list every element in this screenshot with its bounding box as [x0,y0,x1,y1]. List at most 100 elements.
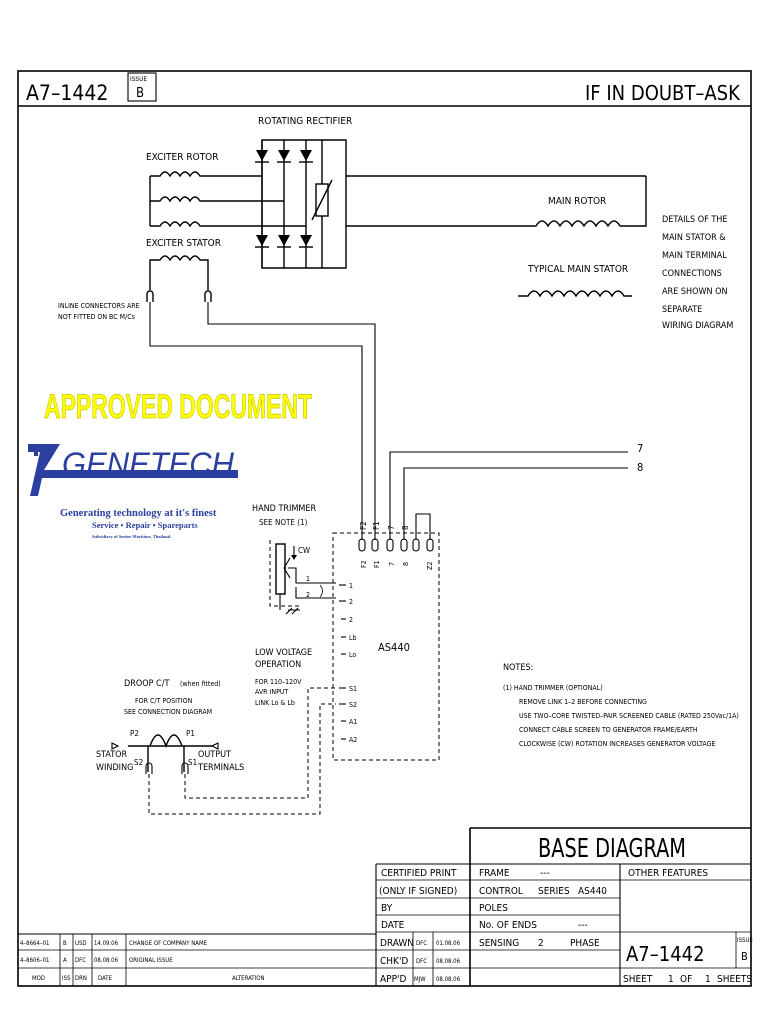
cw-label: CW [298,546,310,555]
svg-text:AS440: AS440 [578,886,607,897]
motto: IF IN DOUBT–ASK [585,81,741,105]
svg-text:(when fitted): (when fitted) [180,680,221,688]
svg-text:2: 2 [349,598,353,606]
drawing-number: A7–1442 [26,81,108,105]
main-rotor: MAIN ROTOR [520,176,647,228]
svg-text:DFC: DFC [75,957,86,964]
brand-tagline: Generating technology at it's finest [60,508,217,519]
svg-text:ISS: ISS [62,975,71,982]
svg-text:USD: USD [75,940,87,947]
droop-ct-label: DROOP C/T [124,679,169,689]
svg-text:F1: F1 [373,560,381,568]
svg-text:DATE: DATE [381,920,405,931]
diode-top-row [255,150,313,163]
svg-text:CONTROL: CONTROL [479,886,523,897]
inline-note: INLINE CONNECTORS ARE [58,302,140,310]
svg-text:CONNECT CABLE SCREEN TO GENERA: CONNECT CABLE SCREEN TO GENERATOR FRAME/… [519,726,698,734]
wire-7-label: 7 [637,442,643,455]
svg-text:OUTPUT: OUTPUT [198,750,231,760]
svg-text:MAIN TERMINAL: MAIN TERMINAL [662,251,727,261]
svg-text:14.09.06: 14.09.06 [94,940,119,947]
svg-text:NOT FITTED ON BC M/Cs: NOT FITTED ON BC M/Cs [58,313,135,321]
svg-text:DRAWN: DRAWN [380,938,414,949]
issue-letter: B [136,86,144,101]
svg-text:8: 8 [402,562,410,566]
droop-ct: DROOP C/T (when fitted) FOR C/T POSITION… [96,679,336,815]
svg-text:Lb: Lb [349,634,357,642]
svg-text:2: 2 [349,616,353,624]
svg-text:DFC: DFC [416,940,427,947]
svg-text:---: --- [540,868,550,879]
svg-text:(1) HAND TRIMMER (OPTIONAL): (1) HAND TRIMMER (OPTIONAL) [503,684,603,692]
svg-text:SERIES: SERIES [538,886,570,897]
drawing-frame [17,70,752,987]
hand-trimmer-label: HAND TRIMMER [252,504,317,514]
logo-swoosh [28,444,238,496]
main-stator-label: TYPICAL MAIN STATOR [527,264,628,275]
svg-text:08.08.06: 08.08.06 [436,976,461,983]
svg-text:ARE SHOWN ON: ARE SHOWN ON [662,287,728,297]
svg-text:2: 2 [538,938,544,949]
avr-name: AS440 [378,641,410,654]
wire-8-label: 8 [637,461,643,474]
svg-text:BY: BY [381,903,393,914]
svg-text:P2: P2 [130,729,139,738]
svg-text:S1: S1 [188,758,197,767]
svg-text:P1: P1 [186,729,195,738]
avr-left-terminals: 1 2 2 Lb Lo S1 S2 A1 A2 [339,582,357,744]
diode-bottom-row [255,235,313,248]
svg-text:1: 1 [306,575,310,583]
svg-text:A2: A2 [349,736,357,744]
svg-text:F2: F2 [359,521,368,530]
avr-as440: AS440 F2 F1 7 8 F2 F1 7 8 Z2 1 2 2 Lb Lo [332,513,440,761]
inline-connector-left [146,290,154,302]
svg-text:Z2: Z2 [426,562,434,570]
svg-text:OPERATION: OPERATION [255,660,301,670]
svg-text:REMOVE LINK 1–2 BEFORE CONNECT: REMOVE LINK 1–2 BEFORE CONNECTING [519,698,647,706]
details-note: DETAILS OF THE MAIN STATOR & MAIN TERMIN… [662,215,733,331]
svg-text:CHANGE OF COMPANY NAME: CHANGE OF COMPANY NAME [129,940,208,947]
exciter-rotor-label: EXCITER ROTOR [146,152,219,163]
approved-document-text: APPROVED DOCUMENT [44,388,312,426]
svg-text:CLOCKWISE (CW) ROTATION INCREA: CLOCKWISE (CW) ROTATION INCREASES GENERA… [519,740,715,748]
svg-text:ORIGINAL ISSUE: ORIGINAL ISSUE [129,957,173,964]
low-voltage-note: LOW VOLTAGE OPERATION FOR 110–120V AVR I… [255,648,312,707]
svg-text:POLES: POLES [479,903,508,914]
svg-text:7: 7 [387,525,396,530]
exciter-rotor: EXCITER ROTOR [146,152,306,228]
svg-text:SEE CONNECTION DIAGRAM: SEE CONNECTION DIAGRAM [124,708,212,716]
revision-table: 4–8664–01 B USD 14.09.06 CHANGE OF COMPA… [18,933,376,986]
issue-label: ISSUE [130,75,147,83]
svg-text:SHEETS: SHEETS [717,974,752,985]
svg-text:A: A [63,957,67,964]
inline-connector-right [204,290,212,302]
drawing-number-footer: A7–1442 [626,942,705,966]
svg-text:LOW VOLTAGE: LOW VOLTAGE [255,648,312,658]
svg-text:SENSING: SENSING [479,938,519,949]
svg-text:SHEET: SHEET [623,974,653,985]
svg-text:OF: OF [680,974,692,985]
svg-text:FRAME: FRAME [479,868,510,879]
svg-text:A1: A1 [349,718,357,726]
main-rotor-label: MAIN ROTOR [548,196,606,207]
sensing-wires: 7 8 [389,442,643,540]
svg-text:MAIN STATOR &: MAIN STATOR & [662,233,726,243]
hand-trimmer: HAND TRIMMER SEE NOTE (1) CW 1 2 [252,504,336,615]
svg-text:PHASE: PHASE [570,938,600,949]
svg-text:2: 2 [306,591,310,599]
approved-stamp: APPROVED DOCUMENT [44,388,313,427]
svg-text:FOR 110–120V: FOR 110–120V [255,678,302,686]
svg-text:DFC: DFC [416,958,427,965]
svg-text:1: 1 [668,974,674,985]
svg-text:CERTIFIED PRINT: CERTIFIED PRINT [381,868,457,879]
svg-text:1: 1 [705,974,711,985]
svg-text:DATE: DATE [98,975,113,982]
svg-text:8: 8 [401,525,410,530]
svg-text:1: 1 [349,582,353,590]
notes-block: NOTES: (1) HAND TRIMMER (OPTIONAL) REMOV… [503,663,739,748]
svg-text:WINDING: WINDING [96,763,133,773]
svg-text:(ONLY IF SIGNED): (ONLY IF SIGNED) [379,886,457,897]
svg-text:F2: F2 [360,560,368,568]
brand-name: GENETECH [62,446,235,482]
